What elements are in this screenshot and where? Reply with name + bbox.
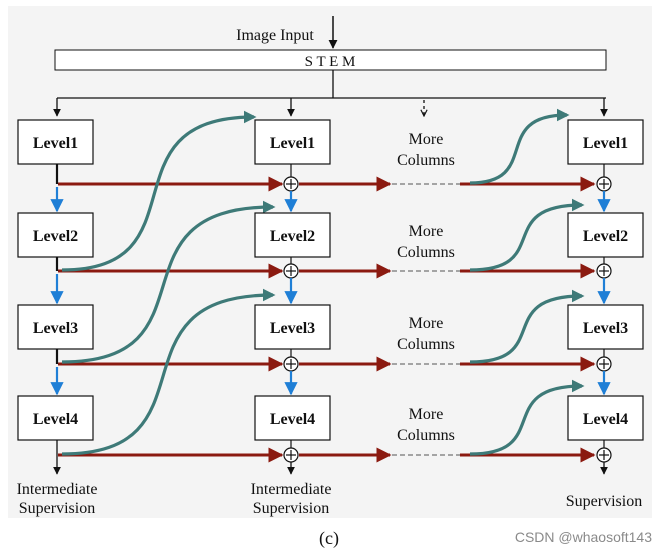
bottom-label-line: Intermediate [251, 481, 332, 498]
svg-text:Columns: Columns [397, 427, 455, 444]
level-box [567, 212, 644, 258]
level-label: Level1 [270, 135, 315, 152]
level-box [254, 119, 331, 165]
level-label: Level2 [270, 228, 315, 245]
stem-distribution [53, 70, 608, 117]
columns: Level1Level2Level3Level4Level1Level2Leve… [17, 119, 644, 475]
teal-curve-7 [469, 379, 585, 456]
level-box [254, 212, 331, 258]
svg-text:Columns: Columns [397, 152, 455, 169]
bottom-label-line: Supervision [566, 493, 642, 510]
svg-text:More: More [409, 315, 444, 332]
image-input-label: Image Input [236, 27, 314, 44]
level-label: Level3 [33, 320, 78, 337]
bottom-label-line: Supervision [253, 500, 329, 517]
svg-text:More: More [409, 131, 444, 148]
svg-text:More: More [409, 406, 444, 423]
stem-block [54, 49, 607, 71]
svg-text:Columns: Columns [397, 244, 455, 261]
level-box [254, 304, 331, 350]
level-box [254, 395, 331, 441]
level-label: Level1 [583, 135, 628, 152]
level-label: Level4 [583, 411, 628, 428]
teal-shortcut-curves [61, 108, 585, 456]
bottom-label-line: Supervision [19, 500, 95, 517]
level-box [567, 304, 644, 350]
svg-text:More: More [409, 223, 444, 240]
teal-curve-4 [469, 108, 570, 185]
level-label: Level3 [270, 320, 315, 337]
teal-curve-2 [61, 200, 276, 364]
level-box [567, 119, 644, 165]
teal-curve-5 [469, 198, 585, 272]
level-box [17, 304, 94, 350]
level-label: Level1 [33, 135, 78, 152]
svg-text:Columns: Columns [397, 336, 455, 353]
level-label: Level2 [583, 228, 628, 245]
teal-curve-3 [61, 288, 276, 456]
red-join-paths [58, 176, 596, 463]
level-label: Level4 [33, 411, 78, 428]
watermark: CSDN @whaosoft143 [514, 529, 652, 545]
more-columns-labels: MoreColumnsMoreColumnsMoreColumnsMoreCol… [397, 131, 455, 444]
teal-curve-1 [61, 110, 257, 272]
level-box [17, 212, 94, 258]
level-label: Level4 [270, 411, 315, 428]
level-box [17, 395, 94, 441]
level-label: Level2 [33, 228, 78, 245]
figure-caption: (c) [319, 528, 339, 549]
teal-curve-6 [469, 289, 585, 364]
bottom-label-line: Intermediate [17, 481, 98, 498]
level-label: Level3 [583, 320, 628, 337]
level-box [17, 119, 94, 165]
stem-label: S T E M [305, 54, 356, 70]
level-box [567, 395, 644, 441]
